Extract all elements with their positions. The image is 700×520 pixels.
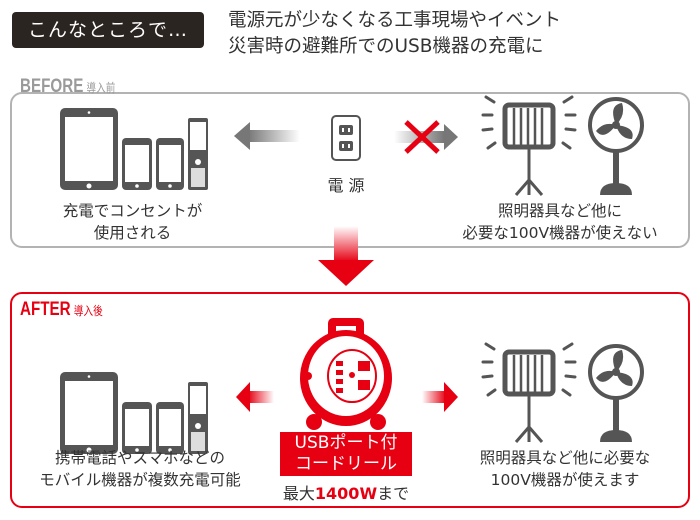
after-panel <box>10 292 690 508</box>
caption-line: 100V機器が使えます <box>490 471 640 489</box>
caption-line: 携帯電話やスマホなどの <box>54 449 226 467</box>
after-right-caption: 照明器具など他に必要な 100V機器が使えます <box>450 447 680 491</box>
lamp-and-fan-icon <box>480 342 650 444</box>
caption-line: 充電でコンセントが <box>62 202 203 220</box>
wall-outlet-icon <box>331 115 361 161</box>
after-left-caption: 携帯電話やスマホなどのモバイル機器が複数充電可能 <box>20 447 260 491</box>
before-title: BEFORE <box>20 76 84 97</box>
product-label-line: コードリール <box>295 454 397 474</box>
before-right-caption: 照明器具など他に必要な100V機器が使えない <box>440 200 680 244</box>
power-label: 電 源 <box>327 176 365 195</box>
caption-line: モバイル機器が複数充電可能 <box>39 471 241 489</box>
red-arrow-left-icon <box>236 382 274 412</box>
cord-reel-icon <box>300 318 392 430</box>
after-title: AFTER <box>20 299 71 320</box>
max-value: 1400W <box>314 484 378 503</box>
caption-line: 照明器具など他に <box>497 202 622 220</box>
mobile-devices-icon <box>60 108 208 190</box>
product-label: USBポート付コードリール <box>280 432 412 476</box>
product-label-line: USBポート付 <box>294 433 398 453</box>
mobile-devices-icon <box>60 372 208 454</box>
max-power: 最大1400Wまで <box>268 480 424 504</box>
before-left-caption: 充電でコンセントが使用される <box>30 200 235 244</box>
context-tag: こんなところで… <box>12 12 204 48</box>
caption-line: 使用される <box>93 224 172 242</box>
after-subtitle: 導入後 <box>73 304 103 318</box>
caption-line: 照明器具など他に必要な <box>479 449 651 467</box>
before-subtitle: 導入前 <box>86 81 116 95</box>
lamp-and-fan-icon <box>480 95 650 197</box>
red-arrow-right-icon <box>422 382 458 412</box>
gray-arrow-left-icon <box>234 122 300 150</box>
caption-line: 必要な100V機器が使えない <box>462 224 658 242</box>
blocked-arrow-icon <box>394 120 458 154</box>
headline: 電源元が少なくなる工事現場やイベント 災害時の避難所でのUSB機器の充電に <box>228 8 561 60</box>
headline-line-1: 電源元が少なくなる工事現場やイベント <box>228 10 562 31</box>
down-arrow-icon <box>318 226 374 286</box>
headline-line-2: 災害時の避難所でのUSB機器の充電に <box>228 36 544 57</box>
max-suffix: まで <box>377 484 410 503</box>
max-prefix: 最大 <box>282 484 315 503</box>
